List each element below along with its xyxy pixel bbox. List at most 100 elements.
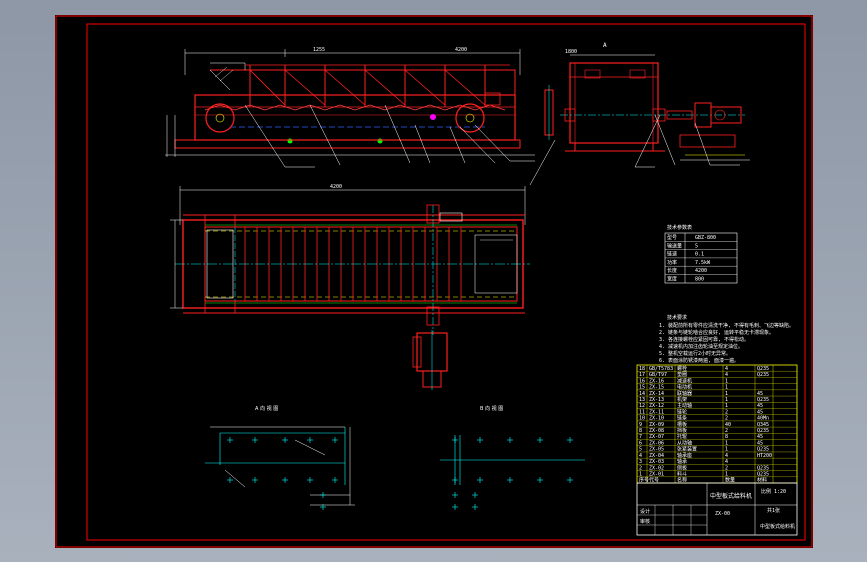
side-view: 1255 4200: [165, 47, 535, 168]
bom-cell: 轴承: [677, 458, 687, 465]
cross-marker: [252, 477, 258, 483]
cross-marker: [227, 437, 233, 443]
bom-cell: 5: [639, 447, 642, 453]
bom-cell: ZX-03: [649, 459, 664, 465]
outer-border: [55, 15, 813, 548]
bom-cell: 机架: [677, 396, 687, 403]
bom-cell: ZX-13: [649, 397, 664, 403]
cross-marker: [472, 504, 478, 510]
bom-cell: 2: [725, 409, 728, 415]
bom-cell: 14: [639, 391, 645, 397]
bom-cell: Q235: [757, 428, 769, 434]
spec-row-label: 功率: [667, 259, 677, 266]
plan-view: 4200: [170, 184, 530, 390]
bom-cell: 2: [725, 416, 728, 422]
spec-table-title: 技术参数表: [667, 224, 692, 231]
inner-border: [86, 23, 806, 541]
shaft-detail: [529, 85, 556, 186]
note-line: 2. 链条与链轮啮合应良好, 运转平稳无卡滞现象。: [659, 329, 774, 336]
bom-cell: 1: [725, 385, 728, 391]
dim-side: 1800: [565, 49, 577, 55]
bom-cell: 链轮: [677, 408, 687, 415]
bom-cell: ZX-12: [649, 403, 664, 409]
cross-marker: [452, 437, 458, 443]
bom-cell: 45: [757, 391, 763, 397]
bom-cell: 15: [639, 385, 645, 391]
bom-cell: GB/T97: [649, 372, 667, 378]
cross-marker: [537, 477, 543, 483]
bom-cell: 2: [725, 428, 728, 434]
cross-marker: [477, 477, 483, 483]
bom-cell: ZX-09: [649, 422, 664, 428]
bom-cell: 从动轴: [677, 439, 692, 446]
cad-drawing: 1255 4200: [55, 15, 813, 548]
title-designer: 设计: [640, 508, 650, 515]
view-label: A: [603, 42, 607, 49]
cross-marker: [477, 437, 483, 443]
end-view: A 1800: [560, 42, 750, 168]
bom-cell: 名称: [677, 477, 687, 484]
bom-cell: 代号: [649, 477, 659, 484]
bom-cell: 序号: [639, 477, 649, 484]
cross-marker: [472, 492, 478, 498]
bom-cell: 1: [725, 378, 728, 384]
bom-cell: 托辊: [677, 433, 687, 440]
bom-cell: 挡板: [677, 427, 687, 434]
cross-marker: [507, 477, 513, 483]
bom-cell: 40: [725, 422, 731, 428]
bom-cell: 45: [757, 440, 763, 446]
spec-row-label: 链速: [667, 251, 677, 258]
bom-cell: 减速机: [677, 377, 692, 384]
cross-marker: [282, 477, 288, 483]
bom-cell: 1: [725, 440, 728, 446]
bom-cell: 18: [639, 366, 645, 372]
bom-cell: 9: [639, 422, 642, 428]
bom-cell: 料斗: [677, 470, 687, 477]
bom-cell: 6: [639, 440, 642, 446]
section-title-b: B 向 视 图: [480, 405, 503, 412]
bom-cell: ZX-02: [649, 465, 664, 471]
bom-cell: 12: [639, 403, 645, 409]
cross-marker: [227, 477, 233, 483]
note-line: 1. 装配前所有零件应清洗干净, 不得有毛刺、飞边等缺陷。: [659, 322, 794, 329]
bom-cell: 联轴器: [677, 390, 692, 397]
bom-cell: 4: [725, 459, 728, 465]
note-line: 3. 各连接螺栓应紧固可靠, 不得松动。: [659, 336, 749, 343]
bom-cell: 17: [639, 372, 645, 378]
bom-cell: Q235: [757, 397, 769, 403]
bom-cell: GB/T5783: [649, 366, 673, 372]
bom-cell: 螺栓: [677, 365, 687, 372]
title-block: 中型板式给料机 比例 1:20 共1张 ZX-00 中型板式给料机 设计 审核: [636, 482, 798, 536]
spec-row-value: 800: [695, 277, 704, 283]
dim-top-1: 1255: [313, 47, 325, 53]
bom-cell: 45: [757, 403, 763, 409]
title-company: 中型板式给料机: [760, 523, 795, 530]
cross-marker: [452, 492, 458, 498]
note-line: 4. 减速机内加注齿轮油至规定油位。: [659, 343, 743, 350]
bom-cell: 4: [725, 453, 728, 459]
cross-marker: [332, 477, 338, 483]
cross-marker: [252, 437, 258, 443]
bom-cell: 16: [639, 378, 645, 384]
spec-row-label: 型号: [667, 234, 677, 241]
bom-cell: ZX-16: [649, 378, 664, 384]
bom-cell: 8: [725, 434, 728, 440]
spec-row-value: GBZ-800: [695, 235, 716, 241]
cross-marker: [307, 437, 313, 443]
bom-cell: 数量: [725, 477, 735, 484]
dim-plan: 4200: [330, 184, 342, 190]
cross-marker: [307, 477, 313, 483]
bom-cell: 侧板: [677, 464, 687, 471]
bom-cell: 3: [639, 459, 642, 465]
bom-cell: 材料: [757, 477, 767, 484]
bom-cell: 链条: [677, 415, 687, 422]
spec-row-value: 7.5kW: [695, 260, 711, 266]
bom-cell: ZX-06: [649, 440, 664, 446]
cross-marker: [332, 437, 338, 443]
bom-cell: ZX-04: [649, 453, 664, 459]
bom-cell: Q235: [757, 447, 769, 453]
bom-cell: Q235: [757, 372, 769, 378]
bom-cell: ZX-07: [649, 434, 664, 440]
bom-cell: 45: [757, 434, 763, 440]
spec-row-value: 0.1: [695, 252, 704, 258]
